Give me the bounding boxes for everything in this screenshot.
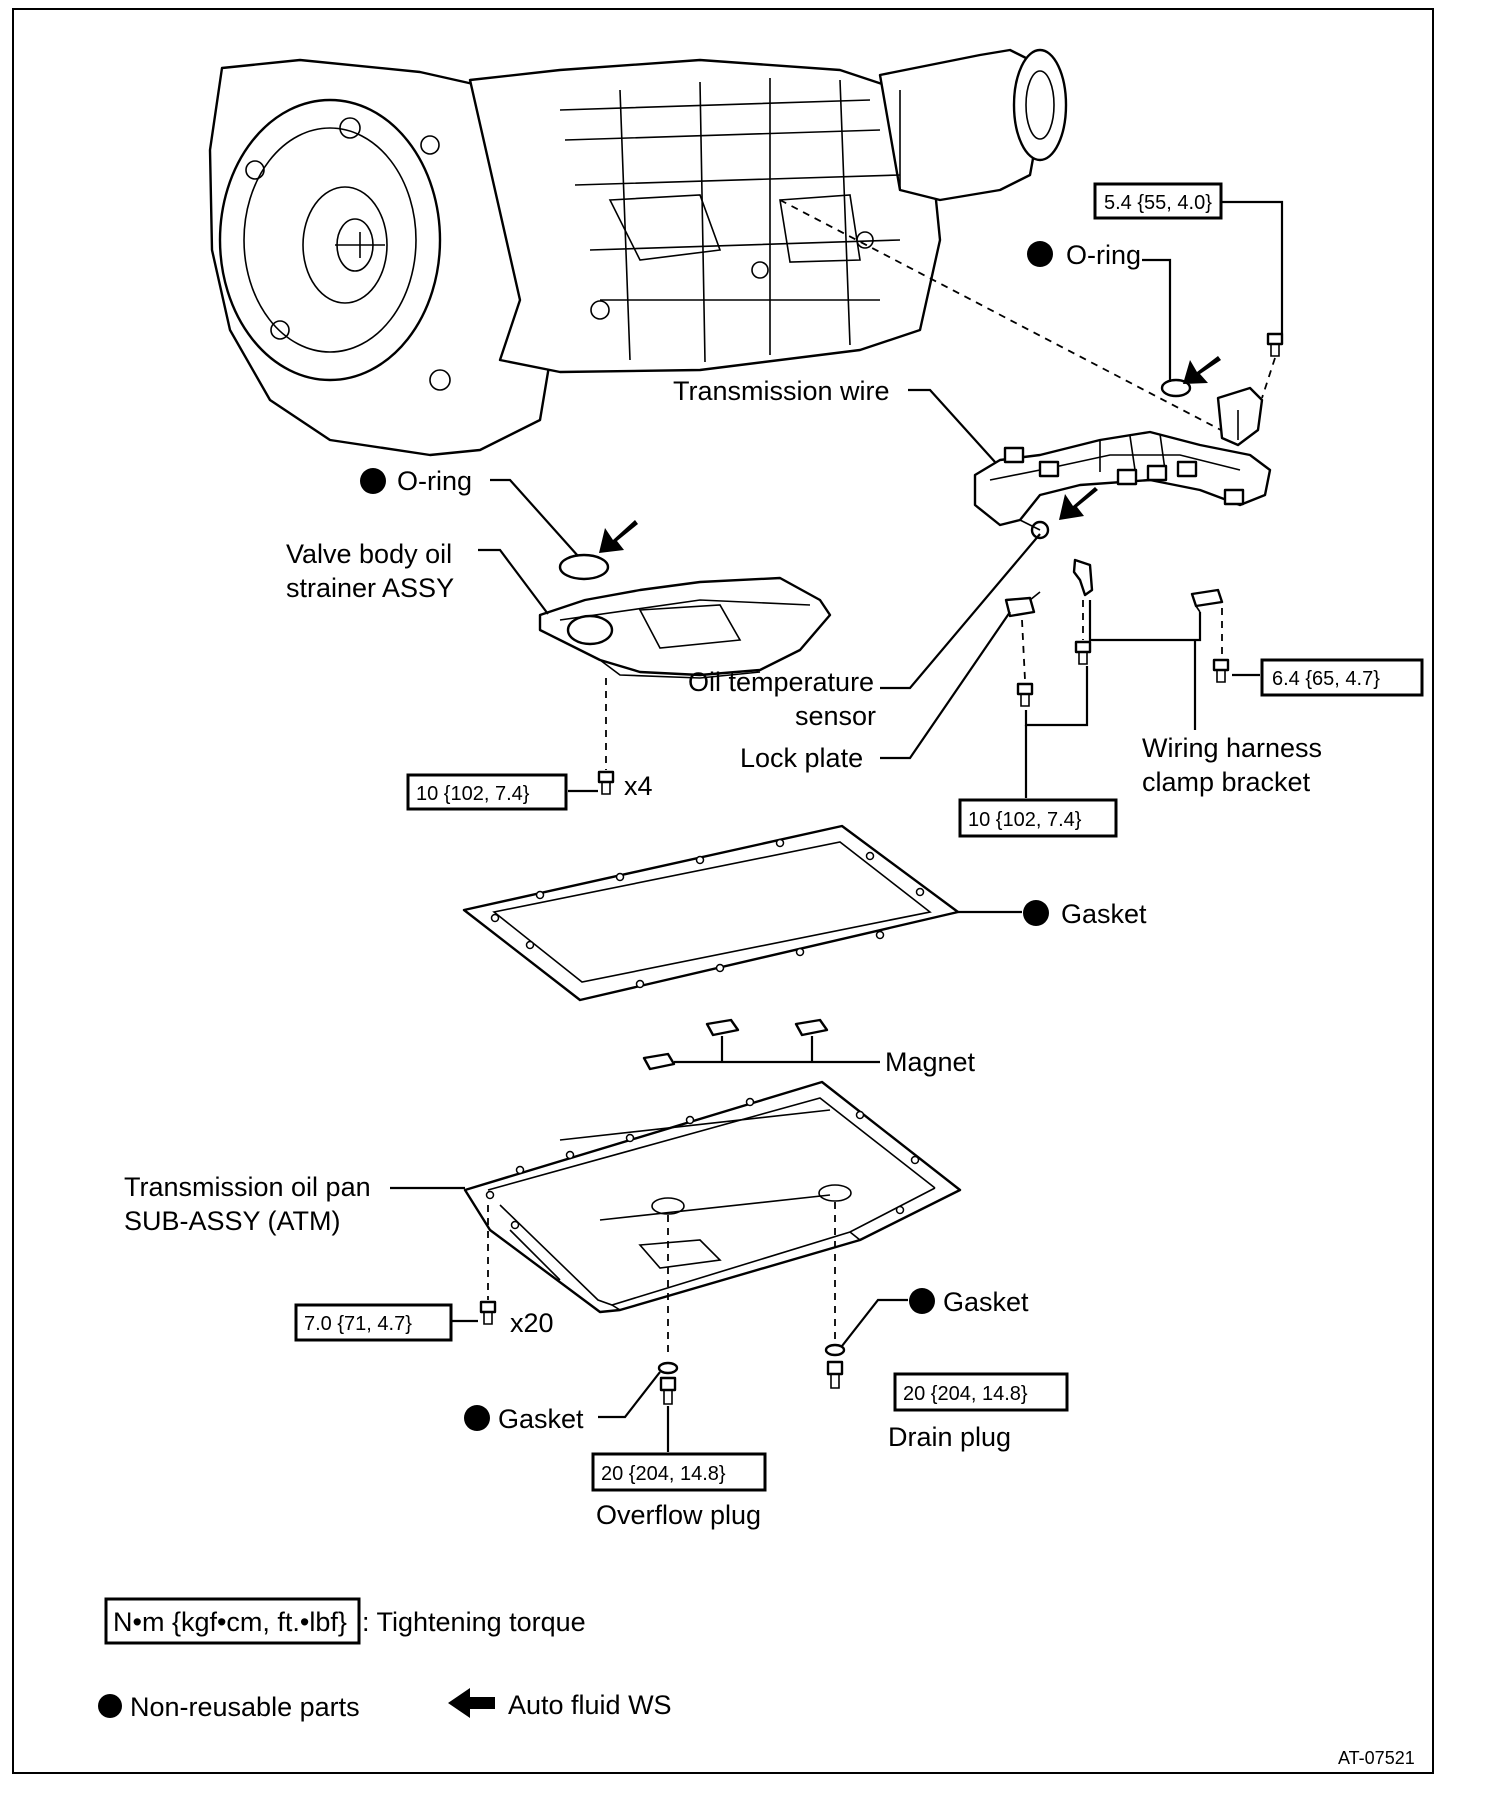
magnet-part (642, 1052, 676, 1071)
torque-box (1260, 658, 1424, 697)
transmission-wire-harness (973, 430, 1272, 540)
label-magnet: Magnet (885, 1047, 976, 1077)
gasket-ring-icon (657, 1361, 679, 1375)
fluid-arrow-icon (599, 520, 638, 553)
o-ring-lower-part (558, 553, 610, 581)
bolt-icon (479, 1300, 497, 1325)
torque-box (406, 773, 568, 811)
label-o-ring: O-ring (1066, 240, 1141, 270)
torque-box (958, 798, 1118, 838)
torque-value: 7.0 {71, 4.7} (304, 1313, 412, 1335)
torque-box (591, 1452, 767, 1492)
legend-torque-text: : Tightening torque (362, 1607, 586, 1637)
label-oil-pan: Transmission oil pan (124, 1172, 371, 1202)
torque-value: 20 {204, 14.8} (601, 1463, 726, 1485)
label-o-ring: O-ring (397, 466, 472, 496)
label-lock-plate: Lock plate (740, 743, 863, 773)
magnet-part (794, 1018, 829, 1037)
torque-box (294, 1303, 453, 1342)
non-reusable-dot-icon (360, 468, 386, 494)
label-overflow-plug: Overflow plug (596, 1500, 761, 1530)
legend-non-reusable: Non-reusable parts (130, 1692, 360, 1722)
valve-body-oil-strainer-part (538, 576, 832, 679)
fluid-arrow-icon (448, 1688, 495, 1718)
bolt-icon (1016, 682, 1034, 707)
torque-value: 6.4 {65, 4.7} (1272, 668, 1380, 690)
figure-code: AT-07521 (1338, 1748, 1415, 1768)
non-reusable-dot-icon (98, 1694, 122, 1718)
magnet-part (705, 1018, 740, 1037)
quantity-label: x4 (624, 771, 653, 801)
label-valve-body-strainer: strainer ASSY (286, 573, 454, 603)
quantity-label: x20 (510, 1308, 554, 1338)
sensor-alignment-line (779, 199, 1241, 441)
non-reusable-dot-icon (1027, 241, 1053, 267)
label-oil-temperature-sensor: sensor (795, 701, 876, 731)
diagram-frame (12, 8, 1434, 1774)
torque-value: 20 {204, 14.8} (903, 1383, 1028, 1405)
sensor-bolt-icon (1266, 332, 1284, 357)
bolt-icon (597, 770, 615, 795)
lock-plate-dash (1021, 619, 1026, 681)
torque-value: 10 {102, 7.4} (416, 783, 530, 805)
label-oil-pan: SUB-ASSY (ATM) (124, 1206, 341, 1236)
torque-value: 5.4 {55, 4.0} (1104, 192, 1212, 214)
label-gasket: Gasket (498, 1404, 584, 1434)
sensor-bolt-dash (1261, 357, 1276, 399)
bolt-icon (1212, 658, 1230, 683)
legend-torque-box (104, 1597, 361, 1645)
label-transmission-wire: Transmission wire (673, 376, 890, 406)
non-reusable-dot-icon (909, 1288, 935, 1314)
label-wiring-harness-clamp-bracket: clamp bracket (1142, 767, 1311, 797)
fluid-arrow-icon (1183, 356, 1221, 384)
transmission-oil-pan-part (463, 1080, 962, 1314)
fluid-arrow-icon (1059, 487, 1098, 520)
legend: N•m {kgf•cm, ft.•lbf} : Tightening torqu… (98, 1597, 672, 1722)
label-valve-body-strainer: Valve body oil (286, 539, 452, 569)
overflow-plug-icon (659, 1376, 677, 1405)
gasket-ring-icon (824, 1343, 846, 1357)
clamp-bracket-part (1072, 558, 1094, 597)
drain-plug-icon (826, 1360, 844, 1389)
non-reusable-dot-icon (464, 1405, 490, 1431)
torque-box (1093, 182, 1223, 220)
torque-box (893, 1372, 1069, 1412)
torque-value: 10 {102, 7.4} (968, 809, 1082, 831)
lock-plate-part (1004, 591, 1041, 618)
label-wiring-harness-clamp-bracket: Wiring harness (1142, 733, 1322, 763)
label-oil-temperature-sensor: Oil temperature (688, 667, 874, 697)
non-reusable-dot-icon (1023, 900, 1049, 926)
label-drain-plug: Drain plug (888, 1422, 1011, 1452)
oil-pan-gasket-part (462, 824, 960, 1002)
label-gasket: Gasket (1061, 899, 1147, 929)
legend-auto-fluid: Auto fluid WS (508, 1690, 672, 1720)
oil-temperature-sensor-body (1216, 386, 1264, 447)
legend-torque-unit: N•m {kgf•cm, ft.•lbf} (113, 1607, 347, 1637)
leader-lines (390, 200, 1284, 1452)
clamp-bracket-part (1190, 588, 1224, 613)
bolt-icon (1074, 640, 1092, 665)
transmission-assembly-drawing (208, 48, 1068, 457)
label-gasket: Gasket (943, 1287, 1029, 1317)
